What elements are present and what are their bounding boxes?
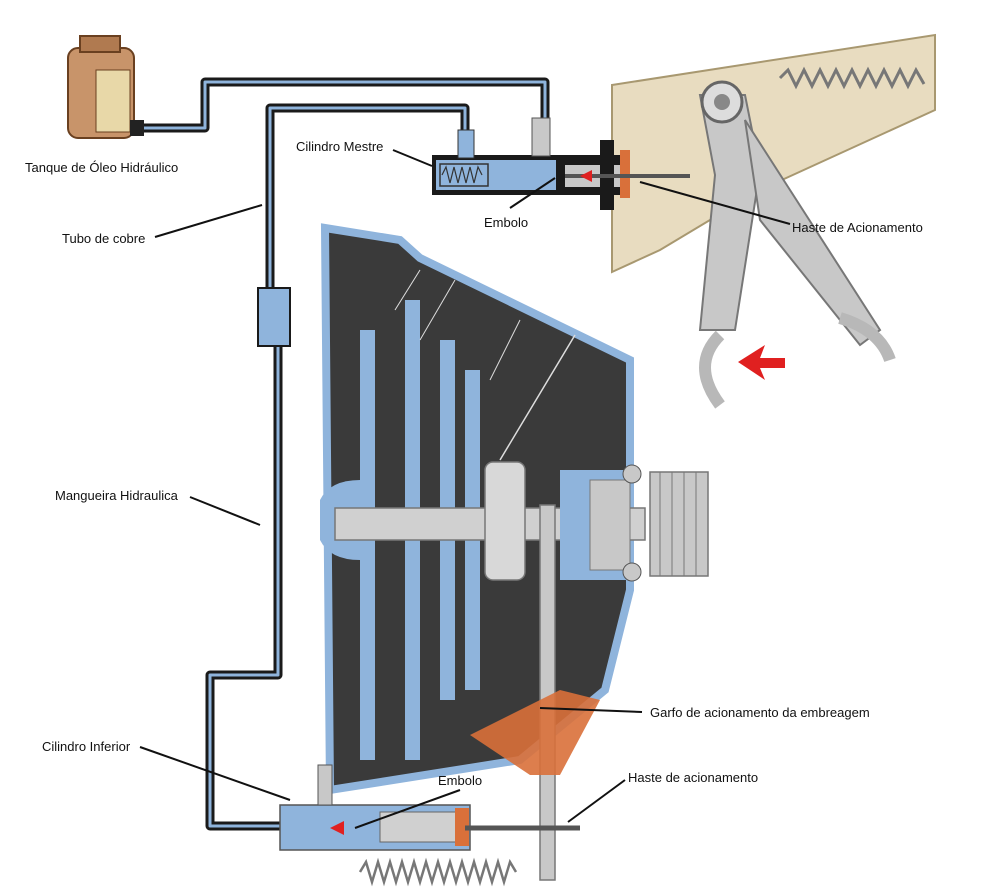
- label-hydraulic-hose: Mangueira Hidraulica: [55, 488, 179, 503]
- oil-tank: [67, 35, 144, 139]
- label-clutch-fork: Garfo de acionamento da embreagem: [650, 705, 870, 720]
- label-actuating-rod-bottom: Haste de acionamento: [628, 770, 758, 785]
- return-spring: [778, 66, 926, 90]
- labels: Tanque de Óleo Hidráulico Cilindro Mestr…: [25, 139, 923, 788]
- press-arrow-icon: [738, 345, 785, 380]
- label-piston-bottom: Embolo: [438, 773, 482, 788]
- gear: [649, 471, 709, 577]
- hose-coupling: [257, 287, 291, 347]
- label-lower-cylinder: Cilindro Inferior: [42, 739, 131, 754]
- label-actuating-rod-top: Haste de Acionamento: [792, 220, 923, 235]
- pedal-assembly: [611, 33, 936, 409]
- label-copper-tube: Tubo de cobre: [62, 231, 145, 246]
- master-cylinder: [432, 117, 690, 210]
- hydraulic-hose: [205, 340, 283, 831]
- leader-lines: [139, 149, 791, 829]
- clutch-pedal-arm: [698, 94, 762, 331]
- label-tank: Tanque de Óleo Hidráulico: [25, 160, 178, 175]
- label-piston-top: Embolo: [484, 215, 528, 230]
- label-master-cylinder: Cilindro Mestre: [296, 139, 383, 154]
- clutch-fork: [470, 504, 600, 881]
- hydraulic-lines: [140, 77, 550, 831]
- lower-cylinder: [279, 764, 580, 887]
- lower-spring: [358, 857, 518, 887]
